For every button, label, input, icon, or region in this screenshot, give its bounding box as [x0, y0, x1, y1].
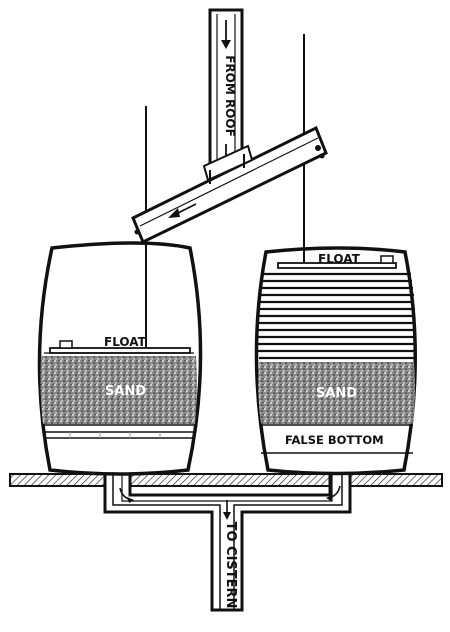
right-sand-label: SAND: [316, 386, 357, 401]
right-barrel: [254, 246, 417, 476]
right-float-knob: [380, 255, 394, 264]
left-false-bottom-ticks: [69, 432, 161, 438]
diverter-trough: [131, 125, 328, 245]
right-false-bottom: [261, 424, 413, 454]
left-sand-label: SAND: [105, 384, 146, 399]
false-bottom-label: FALSE BOTTOM: [285, 433, 384, 447]
right-sand-layer: [258, 362, 415, 424]
left-barrel: [37, 241, 203, 476]
trough-flow-arrow: [168, 203, 197, 218]
outlet-arrows: [119, 485, 341, 520]
right-float-label: FLOAT: [318, 252, 361, 266]
right-water-lines: [258, 272, 415, 360]
left-float-label: FLOAT: [104, 335, 147, 349]
left-sand-layer: [40, 356, 197, 424]
floor-plank: [9, 473, 443, 487]
right-float-plate: [277, 262, 397, 269]
to-cistern-label: TO CISTERN: [223, 522, 238, 609]
left-false-bottom: [43, 424, 195, 439]
left-float-knob: [59, 340, 73, 349]
from-roof-label: FROM ROOF: [223, 55, 237, 137]
